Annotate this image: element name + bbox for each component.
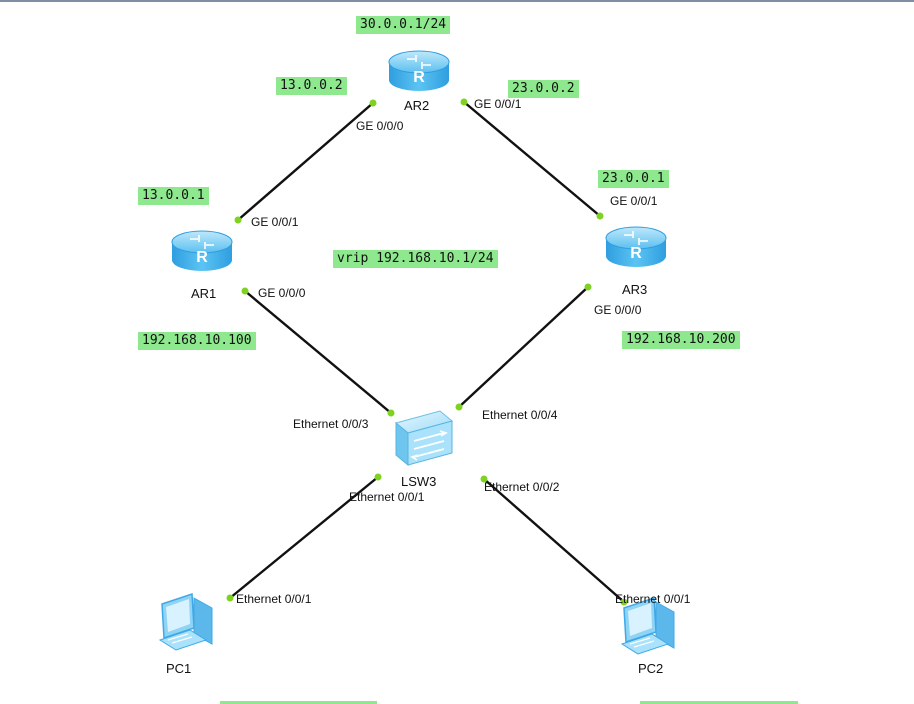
port-label-lsw3-e1: Ethernet 0/0/1 xyxy=(349,490,425,504)
link-ar1-ar2[interactable] xyxy=(237,102,374,221)
router-icon[interactable]: R xyxy=(605,226,667,267)
ip-label-ar2-g001: 23.0.0.2 xyxy=(508,80,579,98)
port-dot xyxy=(241,287,249,295)
router-icon[interactable]: R xyxy=(171,230,233,271)
port-dot xyxy=(584,283,592,291)
port-label-pc1-e1: Ethernet 0/0/1 xyxy=(236,592,312,606)
device-name-ar1: AR1 xyxy=(191,286,217,301)
svg-text:R: R xyxy=(413,69,425,86)
port-label-lsw3-e4: Ethernet 0/0/4 xyxy=(482,408,558,422)
link-ar3-lsw3[interactable] xyxy=(458,286,589,408)
port-label-lsw3-e3: Ethernet 0/0/3 xyxy=(293,417,369,431)
port-label-ar2-g001: GE 0/0/1 xyxy=(474,97,522,111)
port-label-ar1-g001: GE 0/0/1 xyxy=(251,215,299,229)
link-ar1-lsw3[interactable] xyxy=(244,290,392,414)
link-lsw3-pc1[interactable] xyxy=(229,476,379,599)
port-label-lsw3-e2: Ethernet 0/0/2 xyxy=(484,480,560,494)
window-top-border xyxy=(0,0,914,2)
port-label-ar1-g000: GE 0/0/0 xyxy=(258,286,306,300)
port-dot xyxy=(226,594,234,602)
port-label-ar2-g000: GE 0/0/0 xyxy=(356,119,404,133)
port-dot xyxy=(387,409,395,417)
port-label-ar3-g001: GE 0/0/1 xyxy=(610,194,658,208)
ip-label-ar1-g001: 13.0.0.1 xyxy=(138,187,209,205)
ip-label-ar3-g000: 192.168.10.200 xyxy=(622,331,740,349)
link-lsw3-pc2[interactable] xyxy=(483,478,625,603)
port-dot xyxy=(460,98,468,106)
port-dot xyxy=(234,216,242,224)
ip-label-ar2-g000: 13.0.0.2 xyxy=(276,77,347,95)
port-dot xyxy=(455,403,463,411)
pc-icon[interactable] xyxy=(158,592,213,651)
links xyxy=(229,101,625,603)
port-label-ar3-g000: GE 0/0/0 xyxy=(594,303,642,317)
router-icon[interactable]: R xyxy=(388,50,450,91)
port-dot xyxy=(374,473,382,481)
port-dot xyxy=(480,475,488,483)
cropped-label-bottom-right xyxy=(640,701,798,704)
svg-text:R: R xyxy=(196,249,208,266)
device-name-lsw3: LSW3 xyxy=(401,474,437,489)
switch-icon[interactable] xyxy=(394,410,454,467)
port-dot xyxy=(620,598,628,606)
device-name-pc1: PC1 xyxy=(166,661,192,676)
device-name-ar3: AR3 xyxy=(622,282,648,297)
port-label-pc2-e1: Ethernet 0/0/1 xyxy=(615,592,691,606)
ip-label-ar3-g001: 23.0.0.1 xyxy=(598,170,669,188)
ip-label-ar2-loopback: 30.0.0.1/24 xyxy=(356,16,451,34)
pc-icon[interactable] xyxy=(620,596,675,655)
link-ar2-ar3[interactable] xyxy=(463,101,601,217)
port-dot xyxy=(369,99,377,107)
port-dot xyxy=(596,212,604,220)
svg-text:R: R xyxy=(630,245,642,262)
ip-label-vrip: vrip 192.168.10.1/24 xyxy=(333,250,498,268)
ip-label-ar1-g000: 192.168.10.100 xyxy=(138,332,256,350)
cropped-label-bottom-left xyxy=(220,701,377,704)
device-name-ar2: AR2 xyxy=(404,98,430,113)
device-name-pc2: PC2 xyxy=(638,661,664,676)
port-dots xyxy=(226,98,628,606)
